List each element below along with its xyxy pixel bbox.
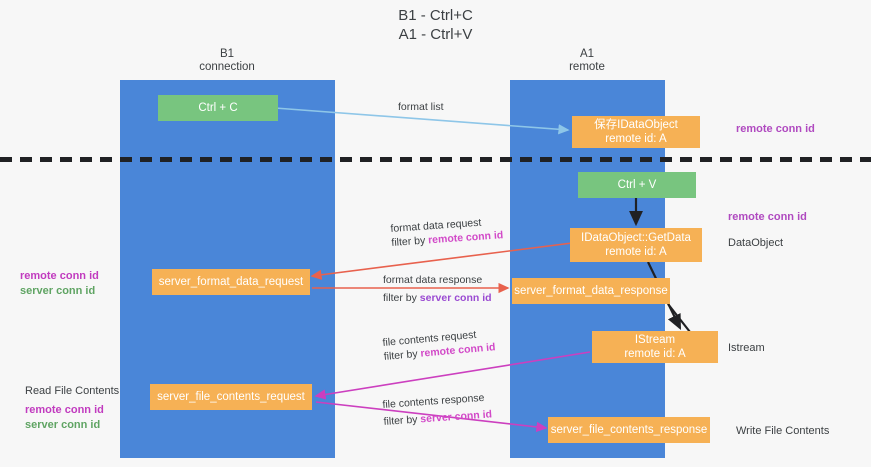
edge-label-file-contents-response: file contents response filter by server … (382, 390, 492, 428)
annotation-remote-conn-id-top: remote conn id (736, 123, 815, 135)
node-ctrl-c[interactable]: Ctrl + C (158, 95, 278, 121)
annotation-left-server-conn-id-2: server conn id (25, 419, 101, 431)
node-idataobject-getdata[interactable]: IDataObject::GetData remote id: A (570, 228, 702, 262)
filter-prefix: filter by (383, 347, 421, 363)
annotation-read-file-contents: Read File Contents (25, 385, 120, 397)
filter-prefix: filter by (383, 413, 421, 428)
annotation-left-remote-conn-id: remote conn id (20, 270, 99, 282)
column-header-a1: A1 remote (569, 48, 605, 73)
filter-key-server-conn-id: server conn id (419, 292, 492, 304)
edge-label-format-data-response-line2: filter by server conn id (383, 291, 492, 305)
node-server-file-contents-response[interactable]: server_file_contents_response (548, 417, 710, 443)
column-header-b1: B1 connection (199, 48, 255, 73)
annotation-remote-conn-id-mid: remote conn id (728, 211, 807, 223)
node-server-format-data-request[interactable]: server_format_data_request (152, 269, 310, 295)
annotation-istream: Istream (728, 342, 765, 354)
node-server-file-contents-request[interactable]: server_file_contents_request (150, 384, 312, 410)
phase-divider (0, 157, 871, 162)
annotation-left-server-conn-id: server conn id (20, 285, 96, 297)
node-istream[interactable]: IStream remote id: A (592, 331, 718, 363)
filter-prefix: filter by (391, 234, 429, 249)
filter-key-remote-conn-id: remote conn id (427, 229, 504, 247)
annotation-left-remote-conn-id-2: remote conn id (25, 404, 104, 416)
annotation-dataobject: DataObject (728, 237, 784, 249)
edge-label-file-contents-request: file contents request filter by remote c… (382, 326, 496, 364)
node-ctrl-v[interactable]: Ctrl + V (578, 172, 696, 198)
edge-label-format-data-response: format data response filter by server co… (383, 273, 492, 305)
filter-prefix: filter by (383, 292, 420, 304)
edge-label-format-data-response-line1: format data response (383, 274, 483, 286)
node-server-format-data-response[interactable]: server_format_data_response (512, 278, 670, 304)
node-save-idataobject[interactable]: 保存IDataObject remote id: A (572, 116, 700, 148)
edge-label-format-data-request: format data request filter by remote con… (390, 214, 504, 250)
page-title: B1 - Ctrl+C A1 - Ctrl+V (398, 7, 473, 43)
edge-label-format-list: format list (398, 101, 444, 113)
filter-key-server-conn-id: server conn id (419, 408, 493, 426)
annotation-write-file-contents: Write File Contents (736, 425, 830, 437)
